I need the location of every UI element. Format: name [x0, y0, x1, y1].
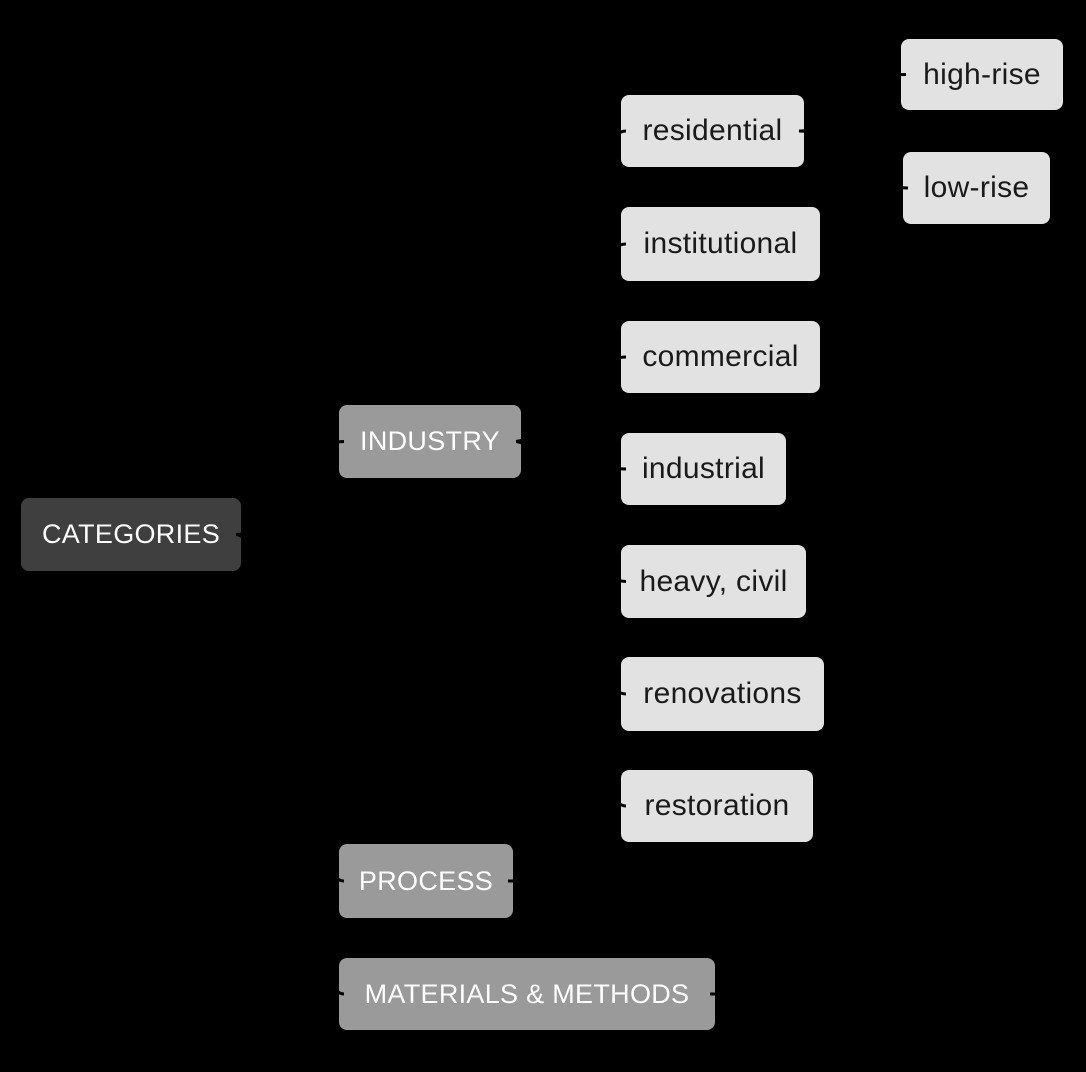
- node-institutional[interactable]: institutional: [621, 207, 820, 281]
- node-label: heavy, civil: [639, 564, 788, 598]
- node-industry[interactable]: INDUSTRY: [339, 405, 521, 478]
- node-commercial[interactable]: commercial: [621, 321, 820, 393]
- node-label: renovations: [643, 677, 802, 710]
- node-renovations[interactable]: renovations: [621, 657, 824, 731]
- node-heavy-civil[interactable]: heavy, civil: [621, 545, 806, 618]
- edge-industry-residential: [515, 129, 627, 443]
- edge-industry-industrial: [515, 440, 627, 471]
- edge-residential-high-rise: [798, 73, 907, 133]
- node-label: high-rise: [923, 57, 1041, 91]
- node-materials-methods[interactable]: MATERIALS & METHODS: [339, 958, 715, 1030]
- edge-categories-industry: [235, 440, 345, 536]
- node-label: PROCESS: [358, 865, 494, 896]
- node-high-rise[interactable]: high-rise: [901, 39, 1063, 110]
- node-process[interactable]: PROCESS: [339, 844, 513, 918]
- node-categories[interactable]: CATEGORIES: [21, 498, 241, 571]
- edge-categories-materials-methods: [235, 533, 345, 996]
- edge-industry-commercial: [515, 355, 627, 443]
- node-label: MATERIALS & METHODS: [364, 978, 690, 1009]
- edge-industry-heavy-civil: [515, 440, 627, 583]
- node-label: INDUSTRY: [360, 426, 500, 456]
- node-label: residential: [642, 114, 783, 147]
- edge-categories-process: [235, 533, 345, 883]
- edge-industry-renovations: [515, 440, 627, 696]
- node-label: CATEGORIES: [41, 519, 221, 549]
- edge-residential-low-rise: [798, 129, 909, 190]
- edge-industry-restoration: [515, 440, 627, 808]
- node-restoration[interactable]: restoration: [621, 770, 813, 842]
- node-industrial[interactable]: industrial: [621, 433, 786, 505]
- node-residential[interactable]: residential: [621, 95, 804, 167]
- node-label: low-rise: [923, 171, 1030, 204]
- node-label: restoration: [644, 789, 790, 822]
- edge-industry-institutional: [515, 242, 627, 443]
- node-label: commercial: [642, 340, 799, 373]
- node-label: institutional: [643, 227, 798, 260]
- node-low-rise[interactable]: low-rise: [903, 152, 1050, 224]
- node-label: industrial: [641, 452, 766, 485]
